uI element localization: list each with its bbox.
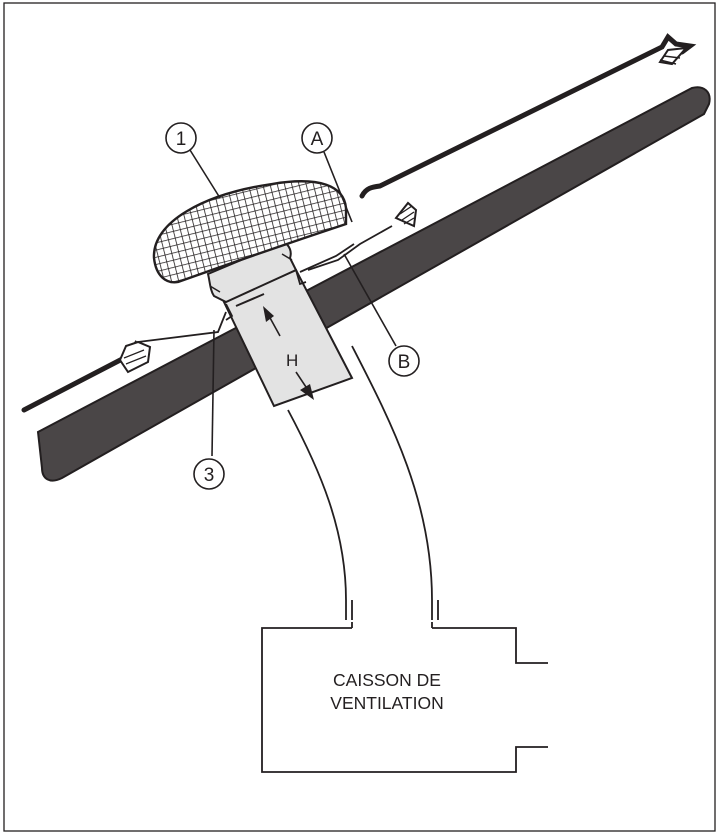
callout-3-leader [323, 151, 353, 223]
box-inlet-stubs [351, 622, 433, 628]
dimension-h-upper-line [268, 315, 281, 337]
tile-upper-right [359, 33, 697, 199]
tile-clip-detail [659, 55, 681, 65]
duct-right-outer [351, 345, 433, 601]
ventilation-box [261, 627, 548, 773]
roof-panel [36, 86, 711, 482]
callout-a-label: 3 [204, 465, 215, 486]
duct-left-outer [287, 409, 347, 601]
pipe-collar-left [225, 303, 234, 321]
callout-1-label: 1 [176, 129, 187, 150]
tile-clip-lower-left [118, 340, 152, 374]
vent-neck-detail [209, 253, 293, 293]
callout-3-label: A [311, 129, 324, 150]
box-label-line2: VENTILATION [330, 693, 443, 713]
callout-a-circle [193, 458, 225, 490]
callout-1-circle [165, 122, 197, 154]
vent-neck [206, 240, 298, 304]
dimension-h-arrow-up [263, 306, 274, 322]
tile-clip-lower-left-detail [123, 349, 147, 365]
dimension-h-arrow-down [300, 384, 314, 400]
frame-border [3, 2, 716, 832]
callout-3-circle [301, 122, 333, 154]
callout-b-label: B [398, 352, 411, 373]
callout-b-leader [343, 253, 397, 347]
flashing-right-inner [299, 243, 355, 273]
callout-1-leader [189, 149, 221, 199]
clip-hatch-near-b [399, 205, 415, 225]
flashing-right [307, 225, 393, 271]
callout-a-leader [211, 329, 215, 457]
flashing-left [137, 311, 227, 343]
dimension-h-label: H [286, 351, 298, 370]
tile-clip-upper-right [658, 46, 689, 66]
dimension-h-top-tick [235, 293, 265, 307]
pipe-collar-right [295, 269, 307, 286]
callout-b-circle [388, 345, 420, 377]
box-label-line1: CAISSON DE [333, 670, 441, 690]
duct-collars [351, 600, 439, 620]
